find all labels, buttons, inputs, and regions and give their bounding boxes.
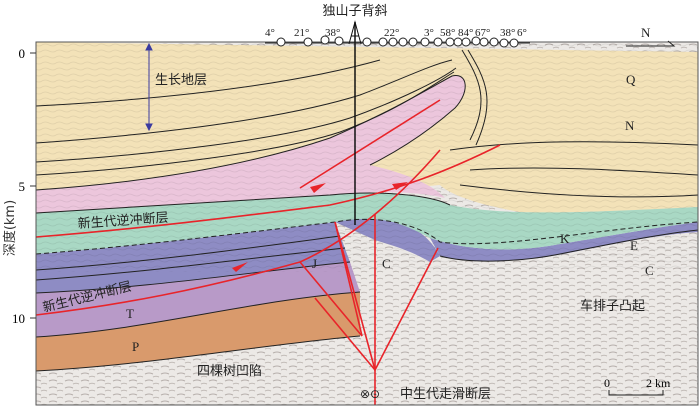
- dip-symbols: [265, 35, 530, 48]
- strike-slip-label: 中生代走滑断层: [400, 387, 491, 402]
- depth-axis: [30, 52, 36, 319]
- thrust-upper-label: 新生代逆冲断层: [77, 210, 169, 232]
- layer-label-c: C: [645, 263, 654, 278]
- scale-bar: [608, 390, 664, 396]
- dip-label: 6°: [517, 27, 527, 39]
- layer-p: [36, 292, 360, 371]
- north-arrow-icon: [626, 40, 676, 47]
- tick-label: 5: [19, 179, 26, 194]
- dip-label: 4°: [265, 27, 275, 39]
- scale-start: 0: [604, 376, 610, 390]
- title: 独山子背斜: [322, 4, 387, 19]
- layer-label-q: Q: [626, 72, 636, 87]
- tick-label: 0: [19, 46, 26, 61]
- uplift-label: 车排子凸起: [580, 298, 645, 314]
- layer-label-p: P: [132, 339, 139, 354]
- layer-label-c-core: C: [382, 256, 391, 271]
- dip-label: 22°: [384, 27, 399, 39]
- dip-label: 38°: [500, 27, 515, 39]
- sag-label: 四棵树凹陷: [197, 364, 262, 379]
- axis-label: 深度(km): [2, 200, 18, 256]
- scale-end: 2 km: [646, 376, 671, 390]
- strike-slip-symbols: ⊗⊙: [360, 387, 380, 401]
- growth-strata-arrow: [145, 42, 153, 132]
- dip-label: 84°: [458, 27, 473, 39]
- layer-label-j: J: [312, 256, 317, 271]
- dip-label: 58°: [440, 27, 455, 39]
- dip-label: 38°: [325, 27, 340, 39]
- derrick-icon: [348, 20, 362, 45]
- layer-label-e: E: [630, 238, 638, 253]
- growth-strata-label: 生长地层: [155, 73, 207, 88]
- layer-t: [36, 262, 360, 337]
- layer-label-n: N: [625, 118, 635, 133]
- layer-label-k: K: [560, 231, 570, 246]
- tick-label: 10: [12, 311, 25, 326]
- dip-label: 67°: [475, 27, 490, 39]
- layer-label-t: T: [126, 306, 134, 321]
- north-label: N: [641, 25, 651, 40]
- dip-label: 3°: [424, 27, 434, 39]
- fault-lines: [36, 99, 501, 405]
- dip-label: 21°: [294, 27, 309, 39]
